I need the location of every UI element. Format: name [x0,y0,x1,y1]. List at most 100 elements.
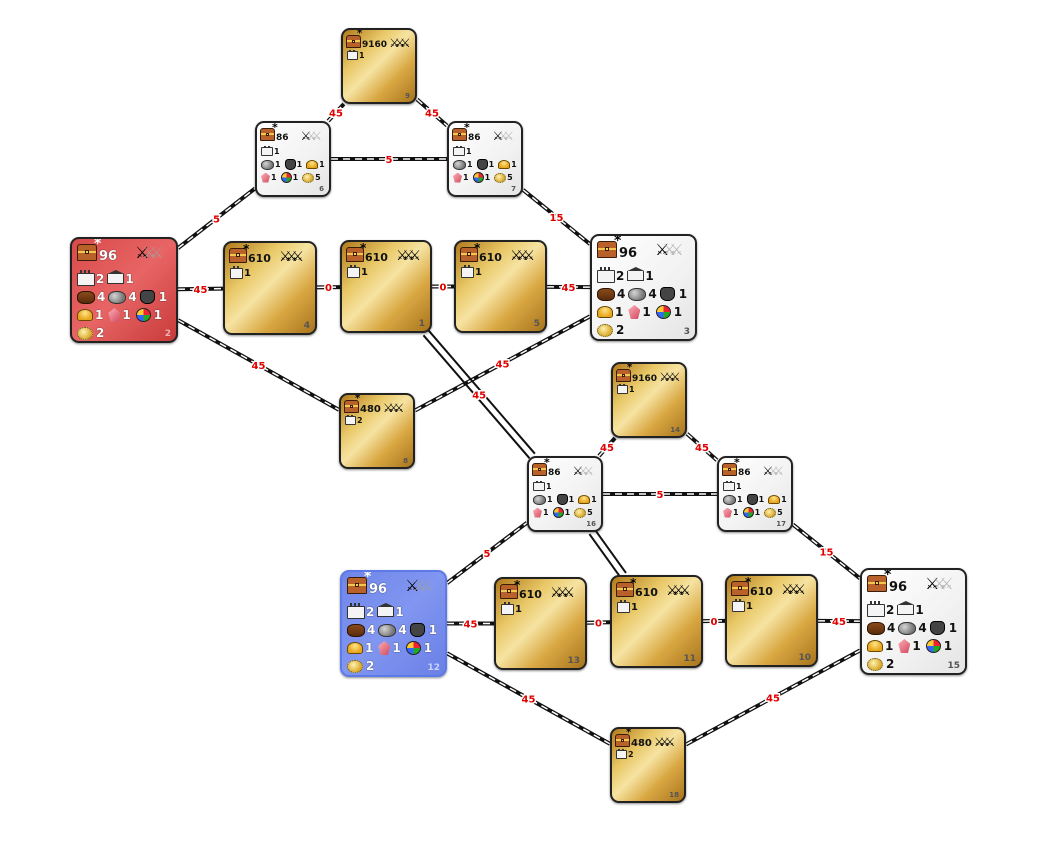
header-row: *610⚔⚔⚔ [229,243,304,265]
castle-icon [347,264,360,278]
count-stone: 4 [648,287,657,301]
count-value: 96 [369,582,388,597]
count-gems: 1 [423,641,433,655]
sword-icon: ⚔ [497,129,509,143]
sulfur-icon [578,495,591,504]
treasure-chest-icon [260,128,275,141]
sword-group: ⚔⚔⚔ [510,245,535,264]
sulfur-icon [597,306,613,318]
sword-group: ⚔⚔⚔ [655,240,684,259]
count-houses: 1 [915,603,924,617]
castle-icon [261,145,273,156]
sword-group: ⚔⚔⚔ [389,32,411,51]
castle-icon [77,269,95,286]
sword-icon: ⚔ [549,585,563,601]
resources-row-3: 2 [597,323,624,337]
treasure-chest-icon [532,463,547,476]
gems-icon [405,641,421,655]
link-9-7: 45 [415,97,449,128]
star-icon: * [630,576,637,590]
castle-row: 1 [732,598,753,612]
star-icon: * [614,234,622,249]
territory-id: 16 [586,520,596,528]
count-sulfur: 1 [591,495,597,504]
sword-icon: ⚔ [762,464,774,478]
count-crystal: 1 [463,173,469,182]
territory-id: 3 [683,327,690,337]
crystal-icon [378,641,391,655]
sword-icon: ⚔ [577,464,589,478]
castle-row: 2 [616,748,634,759]
sword-icon: ⚔ [305,129,317,143]
header-row: *96⚔⚔⚔ [77,239,164,264]
count-wood: 4 [617,287,626,301]
castle-row: 1 [261,145,280,156]
treasure-chest-icon [346,247,364,262]
link-10-15: 45 [817,615,861,629]
count-gold: 5 [315,173,321,182]
header-row: *96⚔⚔⚔ [347,572,434,597]
treasure-chest-icon [460,247,478,262]
link-cost-label: 15 [820,548,834,559]
territory-id: 17 [776,520,786,528]
count-pot: 1 [158,290,168,304]
link-cost-label: 45 [252,361,266,372]
count-castles: 1 [361,267,368,278]
count-crystal: 1 [912,639,921,653]
count-houses: 1 [395,605,404,619]
sword-group: ⚔⚔⚔ [573,460,595,479]
link-cost-label: 45 [600,443,614,454]
link-16-11 [588,529,627,578]
treasure-chest-icon [597,241,617,258]
territory-id: 14 [670,426,680,434]
header-row: *480⚔⚔⚔ [615,729,675,750]
count-value: 610 [750,585,773,598]
sword-icon: ⚔ [664,370,676,384]
sword-group: ⚔⚔⚔ [493,125,515,144]
sword-icon: ⚔ [393,401,405,415]
count-crystal: 1 [543,508,549,517]
sword-group: ⚔⚔⚔ [396,245,421,264]
count-castles: 1 [546,482,552,491]
sword-icon: ⚔ [395,248,409,264]
link-1-16: 45 [422,330,536,459]
castle-row: 1 [533,480,552,491]
sword-icon: ⚔ [787,582,800,598]
star-icon: * [355,393,361,404]
link-2-6: 5 [176,186,257,250]
castle-icon [347,49,358,60]
castle-row: 1 [453,145,472,156]
cauldron-icon [139,290,155,304]
count-pot: 1 [948,621,958,635]
sword-icon: ⚔ [767,464,779,478]
sword-icon: ⚔ [503,129,515,143]
header-row: *480⚔⚔⚔ [344,393,405,416]
count-value: 480 [631,738,652,749]
star-icon: * [884,568,892,583]
